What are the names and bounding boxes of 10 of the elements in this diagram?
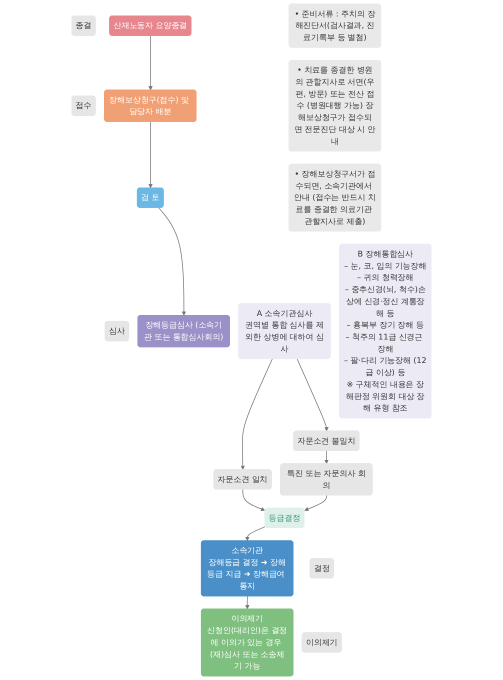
arrow (158, 207, 186, 316)
arrow (245, 526, 266, 542)
arrow (242, 489, 266, 512)
arrow (296, 358, 329, 432)
arrow (148, 121, 153, 188)
arrow (240, 358, 273, 470)
arrow (148, 35, 153, 90)
arrow (245, 596, 250, 610)
arrow (324, 450, 329, 464)
arrow (304, 495, 327, 511)
